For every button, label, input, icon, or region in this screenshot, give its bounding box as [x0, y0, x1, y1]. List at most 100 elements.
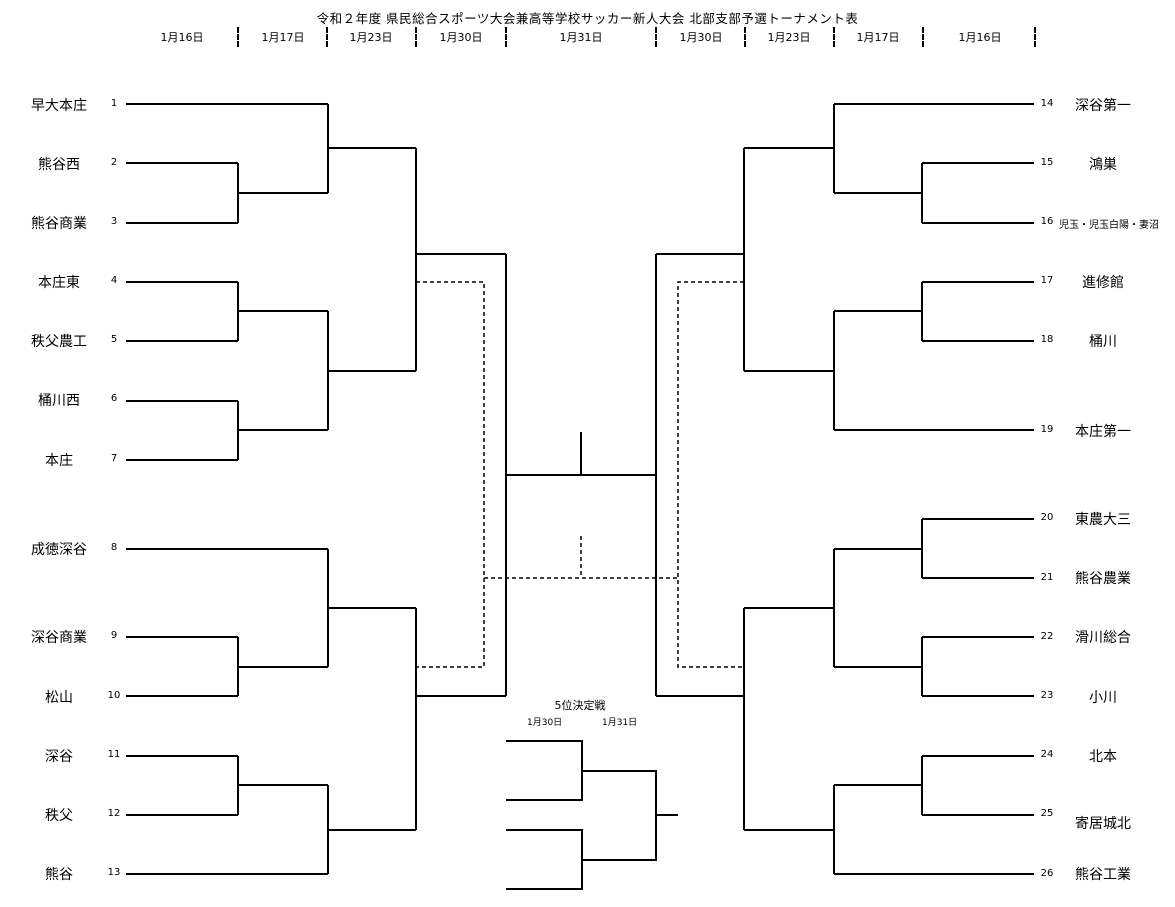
team-number: 20 — [1040, 512, 1054, 523]
bracket-line — [237, 282, 328, 341]
team-name: 熊谷西 — [38, 157, 80, 173]
team-number: 17 — [1040, 275, 1054, 286]
date-separator — [744, 27, 746, 47]
consolation-date-1: 1月30日 — [527, 718, 563, 728]
bracket-line — [327, 104, 416, 193]
date-separator — [237, 27, 239, 47]
bracket-line — [327, 311, 416, 430]
date-separator — [922, 27, 924, 47]
team-name: 松山 — [45, 690, 73, 706]
team-name: 本庄 — [45, 453, 73, 469]
team-number: 18 — [1040, 334, 1054, 345]
dashed-line — [677, 281, 744, 668]
consolation-title: 5位決定戦 — [554, 699, 606, 712]
date-separator — [326, 27, 328, 47]
bracket-line — [744, 104, 835, 193]
team-number: 1 — [110, 98, 118, 109]
dashed-line — [416, 281, 485, 668]
bracket-line — [415, 608, 506, 830]
consolation-line — [506, 740, 583, 801]
bracket-line — [744, 549, 835, 667]
date-right-r1: 1月16日 — [958, 31, 1002, 44]
team-name: 成徳深谷 — [31, 542, 87, 558]
team-number: 6 — [110, 393, 118, 404]
date-final: 1月31日 — [559, 31, 603, 44]
team-number: 3 — [110, 216, 118, 227]
team-name: 本庄東 — [38, 275, 80, 291]
team-number: 2 — [110, 157, 118, 168]
team-name: 熊谷商業 — [31, 216, 87, 232]
team-number: 19 — [1040, 424, 1054, 435]
bracket-line — [237, 637, 328, 696]
team-name: 桶川西 — [38, 393, 80, 409]
bracket-line — [744, 785, 835, 874]
bracket-line — [834, 163, 923, 223]
team-name: 深谷商業 — [31, 630, 87, 646]
team-number: 8 — [110, 542, 118, 553]
team-number: 9 — [110, 630, 118, 641]
team-name: 本庄第一 — [1075, 424, 1131, 440]
team-number: 16 — [1040, 216, 1054, 227]
bracket-line — [834, 519, 923, 578]
bracket-line — [834, 282, 923, 341]
bracket-line — [237, 401, 328, 460]
team-number: 11 — [107, 749, 121, 760]
team-name: 秩父農工 — [31, 334, 87, 350]
team-name: 早大本庄 — [31, 98, 87, 114]
team-number: 13 — [107, 867, 121, 878]
team-name: 児玉・児玉白陽・妻沼 — [1059, 220, 1159, 231]
team-name: 小川 — [1089, 690, 1117, 706]
team-number: 23 — [1040, 690, 1054, 701]
date-separator — [1034, 27, 1036, 47]
team-number: 15 — [1040, 157, 1054, 168]
team-name: 熊谷工業 — [1075, 867, 1131, 883]
team-name: 鴻巣 — [1089, 157, 1117, 173]
date-left-r1: 1月16日 — [160, 31, 204, 44]
bracket-line — [834, 756, 923, 815]
bracket-line — [327, 549, 416, 667]
team-number: 14 — [1040, 98, 1054, 109]
bracket-line — [237, 756, 328, 815]
date-right-qf: 1月30日 — [679, 31, 723, 44]
date-right-r3: 1月23日 — [767, 31, 811, 44]
consolation-date-2: 1月31日 — [602, 718, 638, 728]
team-number: 24 — [1040, 749, 1054, 760]
team-name: 桶川 — [1089, 334, 1117, 350]
team-number: 4 — [110, 275, 118, 286]
bracket-line — [327, 785, 416, 874]
team-number: 21 — [1040, 572, 1054, 583]
team-number: 25 — [1040, 808, 1054, 819]
team-name: 秩父 — [45, 808, 73, 824]
date-right-r2: 1月17日 — [856, 31, 900, 44]
team-number: 10 — [107, 690, 121, 701]
date-separator — [833, 27, 835, 47]
team-name: 熊谷 — [45, 867, 73, 883]
team-name: 深谷 — [45, 749, 73, 765]
date-left-r2: 1月17日 — [261, 31, 305, 44]
date-separator — [505, 27, 507, 47]
bracket-line — [656, 608, 745, 830]
team-name: 滑川総合 — [1075, 630, 1131, 646]
team-name: 東農大三 — [1075, 512, 1131, 528]
page-title: 令和２年度 県民総合スポーツ大会兼高等学校サッカー新人大会 北部支部予選トーナメ… — [316, 11, 859, 26]
bracket-line — [834, 637, 923, 696]
team-name: 進修館 — [1082, 275, 1124, 291]
team-name: 寄居城北 — [1075, 816, 1131, 832]
bracket-line — [744, 311, 835, 430]
bracket-line — [656, 148, 745, 371]
consolation-line — [582, 770, 657, 861]
team-number: 22 — [1040, 631, 1054, 642]
team-number: 5 — [110, 334, 118, 345]
date-left-qf: 1月30日 — [439, 31, 483, 44]
bracket-line — [237, 163, 328, 223]
team-name: 熊谷農業 — [1075, 571, 1131, 587]
date-left-r3: 1月23日 — [349, 31, 393, 44]
team-number: 26 — [1040, 868, 1054, 879]
consolation-line — [506, 829, 583, 890]
team-number: 12 — [107, 808, 121, 819]
team-name: 深谷第一 — [1075, 98, 1131, 114]
date-separator — [655, 27, 657, 47]
date-separator — [415, 27, 417, 47]
team-number: 7 — [110, 453, 118, 464]
